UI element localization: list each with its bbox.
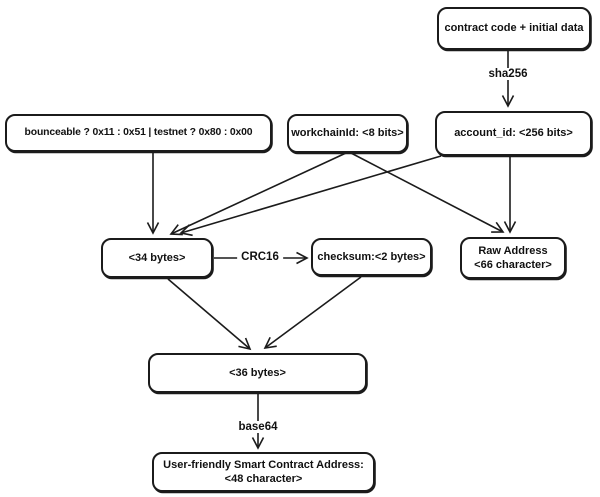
edge-34bytes-to-36bytes <box>167 278 252 351</box>
edge-account-to-34bytes <box>179 155 442 237</box>
node-checksum-label: checksum:<2 bytes> <box>317 250 426 263</box>
node-flag-bytes: bounceable ? 0x11 : 0x51 | testnet ? 0x8… <box>5 114 272 152</box>
edge-checksum-to-36bytes <box>263 276 362 350</box>
node-user-friendly-line2: <48 character> <box>224 473 303 485</box>
node-workchain-id: workchainId: <8 bits> <box>287 114 408 153</box>
edge-workchain-to-34bytes <box>169 152 347 236</box>
node-contract-code: contract code + initial data <box>437 7 591 50</box>
node-34-bytes: <34 bytes> <box>101 238 213 278</box>
node-34-bytes-label: <34 bytes> <box>128 251 186 264</box>
edge-label-crc16: CRC16 <box>237 251 283 263</box>
node-user-friendly-line1: User-friendly Smart Contract Address: <box>163 458 364 471</box>
node-account-id-label: account_id: <256 bits> <box>454 127 573 140</box>
node-user-friendly-address: User-friendly Smart Contract Address: <4… <box>152 452 375 492</box>
node-account-id: account_id: <256 bits> <box>435 111 592 156</box>
node-contract-code-label: contract code + initial data <box>444 22 584 35</box>
node-raw-address-line2: <66 character> <box>474 259 552 271</box>
node-flag-bytes-label: bounceable ? 0x11 : 0x51 | testnet ? 0x8… <box>24 127 253 139</box>
edge-label-base64: base64 <box>234 421 282 433</box>
node-raw-address-line1: Raw Address <box>478 244 548 257</box>
node-36-bytes-label: <36 bytes> <box>229 366 286 379</box>
node-36-bytes: <36 bytes> <box>148 353 367 393</box>
node-checksum: checksum:<2 bytes> <box>311 238 432 276</box>
node-workchain-id-label: workchainId: <8 bits> <box>291 127 404 140</box>
node-raw-address: Raw Address <66 character> <box>460 237 566 279</box>
edge-workchain-to-raw <box>350 152 505 233</box>
edge-label-sha256: sha256 <box>484 68 532 80</box>
